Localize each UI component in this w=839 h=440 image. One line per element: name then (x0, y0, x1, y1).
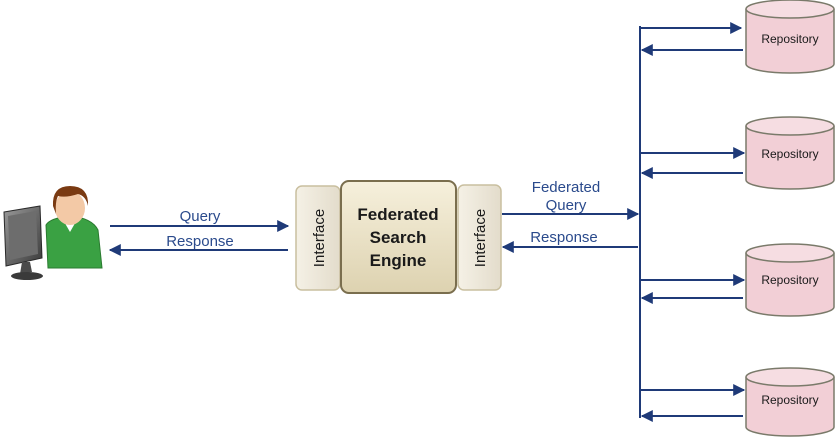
interface-right-label: Interface (472, 209, 489, 267)
engine-label-line3: Engine (370, 251, 427, 270)
repository-1: Repository (640, 0, 835, 74)
federated-query-label-line2: Query (546, 197, 587, 214)
repository-3: Repository (640, 243, 835, 317)
repository-2-label: Repository (761, 147, 818, 161)
repository-3-label: Repository (761, 273, 818, 287)
user-at-computer-icon (3, 186, 103, 280)
repository-1-label: Repository (761, 32, 818, 46)
response-label-left: Response (166, 233, 234, 250)
federated-search-engine: Federated Search Engine (340, 180, 457, 294)
engine-label-line2: Search (370, 228, 427, 247)
interface-right: Interface (457, 184, 502, 291)
response-label-right: Response (530, 229, 598, 246)
repository-4: Repository (640, 367, 835, 437)
interface-left-label: Interface (311, 209, 328, 267)
repository-2: Repository (640, 116, 835, 190)
federated-query-label-line1: Federated (532, 179, 600, 196)
engine-label-line1: Federated (357, 205, 438, 224)
interface-left: Interface (295, 185, 341, 291)
repository-4-label: Repository (761, 393, 818, 407)
query-label: Query (180, 208, 221, 225)
